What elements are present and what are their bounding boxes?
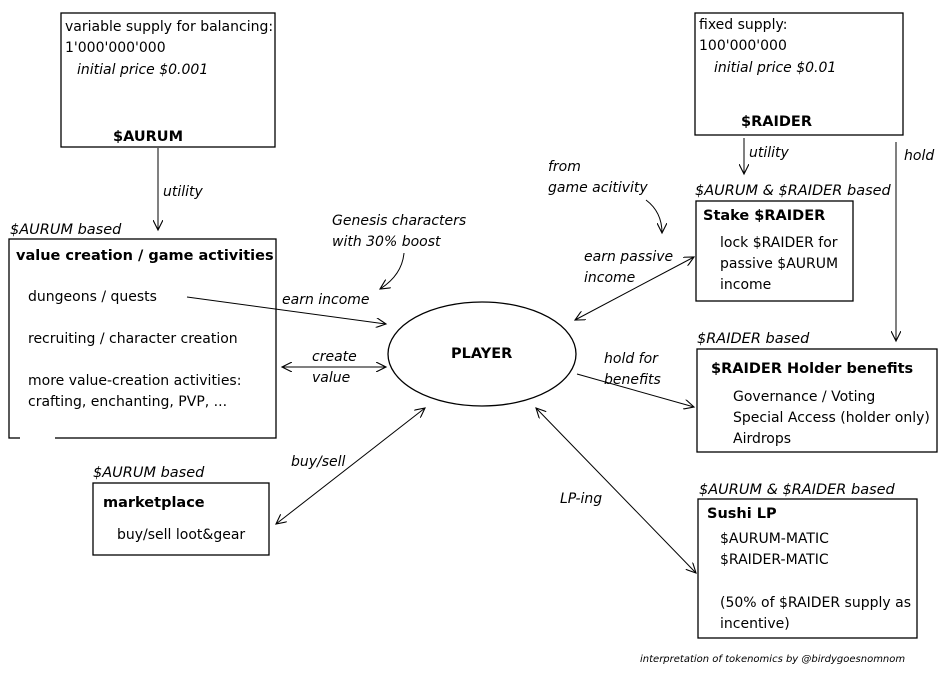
label-earn-passive-line2: income — [584, 270, 635, 286]
value-creation-title: value creation / game activities — [16, 248, 274, 264]
label-create: create — [312, 349, 357, 365]
stake-line1: lock $RAIDER for — [720, 235, 838, 251]
arrow-earn-passive — [575, 257, 694, 320]
label-from-line1: from — [548, 159, 581, 175]
marketplace-title: marketplace — [103, 495, 205, 511]
arrow-hold-benefits — [576, 373, 694, 407]
stake-title: Stake $RAIDER — [703, 208, 825, 224]
arrow-from-game-activity — [645, 199, 662, 233]
marketplace-tag: $AURUM based — [93, 465, 205, 481]
sushi-item-aurum-matic: $AURUM-MATIC — [720, 531, 829, 547]
value-item-more-line1: more value-creation activities: — [28, 373, 241, 389]
holder-title: $RAIDER Holder benefits — [711, 361, 913, 377]
aurum-initial-price: initial price $0.001 — [77, 62, 208, 78]
label-buy-sell: buy/sell — [291, 454, 346, 470]
label-hold-for: hold for — [604, 351, 659, 367]
value-item-dungeons: dungeons / quests — [28, 289, 157, 305]
label-earn-passive-line1: earn passive — [584, 249, 673, 265]
raider-supply-text: fixed supply: — [699, 17, 787, 33]
label-benefits: benefits — [604, 372, 661, 388]
sushi-note-line1: (50% of $RAIDER supply as — [720, 595, 911, 611]
label-utility-aurum: utility — [163, 184, 204, 200]
value-creation-tag: $AURUM based — [10, 222, 122, 238]
value-item-recruiting: recruiting / character creation — [28, 331, 238, 347]
sushi-lp-box: Sushi LP $AURUM-MATIC $RAIDER-MATIC (50%… — [697, 498, 918, 639]
label-hold: hold — [904, 148, 934, 164]
value-item-more-line2: crafting, enchanting, PVP, ... — [28, 394, 227, 410]
holder-item-access: Special Access (holder only) — [733, 410, 930, 426]
aurum-supply-text: variable supply for balancing: — [65, 19, 273, 35]
value-creation-box: value creation / game activities dungeon… — [8, 238, 277, 440]
arrow-buy-sell — [276, 408, 425, 524]
sushi-title: Sushi LP — [707, 506, 777, 522]
raider-supply-amount: 100'000'000 — [699, 38, 787, 54]
holder-tag: $RAIDER based — [697, 331, 810, 347]
raider-supply-box: fixed supply: 100'000'000 initial price … — [694, 12, 904, 136]
stake-box: Stake $RAIDER lock $RAIDER for passive $… — [695, 200, 854, 302]
player-node: PLAYER — [387, 301, 577, 407]
arrow-genesis-boost — [380, 252, 405, 289]
raider-initial-price: initial price $0.01 — [714, 60, 836, 76]
sushi-tag: $AURUM & $RAIDER based — [699, 482, 896, 498]
aurum-supply-box: variable supply for balancing: 1'000'000… — [60, 12, 276, 148]
stake-line2: passive $AURUM — [720, 256, 838, 272]
holder-item-airdrops: Airdrops — [733, 431, 791, 447]
label-earn-income: earn income — [282, 292, 370, 308]
label-lp-ing: LP-ing — [560, 491, 602, 507]
label-utility-raider: utility — [749, 145, 790, 161]
arrow-earn-income — [186, 296, 386, 324]
sushi-note-line2: incentive) — [720, 616, 790, 632]
stake-tag: $AURUM & $RAIDER based — [695, 183, 892, 199]
label-from-line2: game acitivity — [548, 180, 648, 196]
holder-item-governance: Governance / Voting — [733, 389, 875, 405]
player-label: PLAYER — [451, 346, 512, 362]
aurum-supply-amount: 1'000'000'000 — [65, 40, 166, 56]
marketplace-box: marketplace buy/sell loot&gear — [92, 482, 270, 556]
marketplace-item: buy/sell loot&gear — [117, 527, 245, 543]
holder-benefits-box: $RAIDER Holder benefits Governance / Vot… — [696, 348, 938, 453]
label-genesis-line1: Genesis characters — [332, 213, 466, 229]
label-genesis-line2: with 30% boost — [332, 234, 441, 250]
arrow-lp-ing — [536, 408, 696, 573]
raider-token-name: $RAIDER — [741, 114, 812, 130]
label-value: value — [312, 370, 350, 386]
stake-line3: income — [720, 277, 771, 293]
credit-text: interpretation of tokenomics by @birdygo… — [640, 654, 905, 665]
sushi-item-raider-matic: $RAIDER-MATIC — [720, 552, 829, 568]
aurum-token-name: $AURUM — [113, 129, 183, 145]
